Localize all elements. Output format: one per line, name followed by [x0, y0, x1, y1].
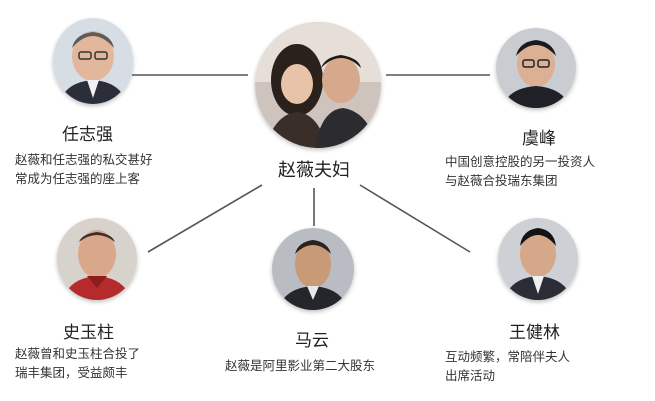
desc-shi-line-2: 瑞丰集团，受益颇丰 — [15, 363, 140, 382]
line-center-shi — [148, 185, 262, 252]
name-ma: 马云 — [295, 326, 329, 351]
desc-ren-line-2: 常成为任志强的座上客 — [15, 169, 153, 188]
portrait-icon — [57, 218, 137, 300]
desc-ren-line-1: 赵薇和任志强的私交甚好 — [15, 150, 153, 169]
portrait-icon — [272, 228, 354, 310]
photo-ma — [272, 228, 354, 310]
portrait-icon — [496, 28, 576, 108]
photo-yu — [496, 28, 576, 108]
desc-wang: 互动频繁，常陪伴夫人 出席活动 — [445, 347, 570, 385]
photo-shi — [57, 218, 137, 300]
photo-ren — [53, 18, 133, 104]
desc-shi: 赵薇曾和史玉柱合投了 瑞丰集团，受益颇丰 — [15, 344, 140, 382]
desc-yu-line-2: 与赵薇合投瑞东集团 — [445, 171, 595, 190]
desc-ma-line-1: 赵薇是阿里影业第二大股东 — [225, 356, 375, 375]
portrait-icon — [498, 218, 578, 300]
line-center-wang — [360, 185, 470, 252]
name-wang: 王健林 — [509, 318, 560, 343]
desc-yu: 中国创意控股的另一投资人 与赵薇合投瑞东集团 — [445, 152, 595, 190]
desc-yu-line-1: 中国创意控股的另一投资人 — [445, 152, 595, 171]
photo-wang — [498, 218, 578, 300]
center-couple-photo — [255, 22, 381, 148]
desc-ren: 赵薇和任志强的私交甚好 常成为任志强的座上客 — [15, 150, 153, 188]
center-name: 赵薇夫妇 — [278, 156, 350, 182]
name-shi: 史玉柱 — [63, 318, 114, 343]
desc-ma: 赵薇是阿里影业第二大股东 — [225, 356, 375, 375]
portrait-icon — [53, 18, 133, 104]
couple-portrait-icon — [255, 22, 381, 148]
desc-wang-line-2: 出席活动 — [445, 366, 570, 385]
name-yu: 虞峰 — [522, 124, 556, 149]
desc-wang-line-1: 互动频繁，常陪伴夫人 — [445, 347, 570, 366]
name-ren: 任志强 — [62, 120, 113, 145]
desc-shi-line-1: 赵薇曾和史玉柱合投了 — [15, 344, 140, 363]
